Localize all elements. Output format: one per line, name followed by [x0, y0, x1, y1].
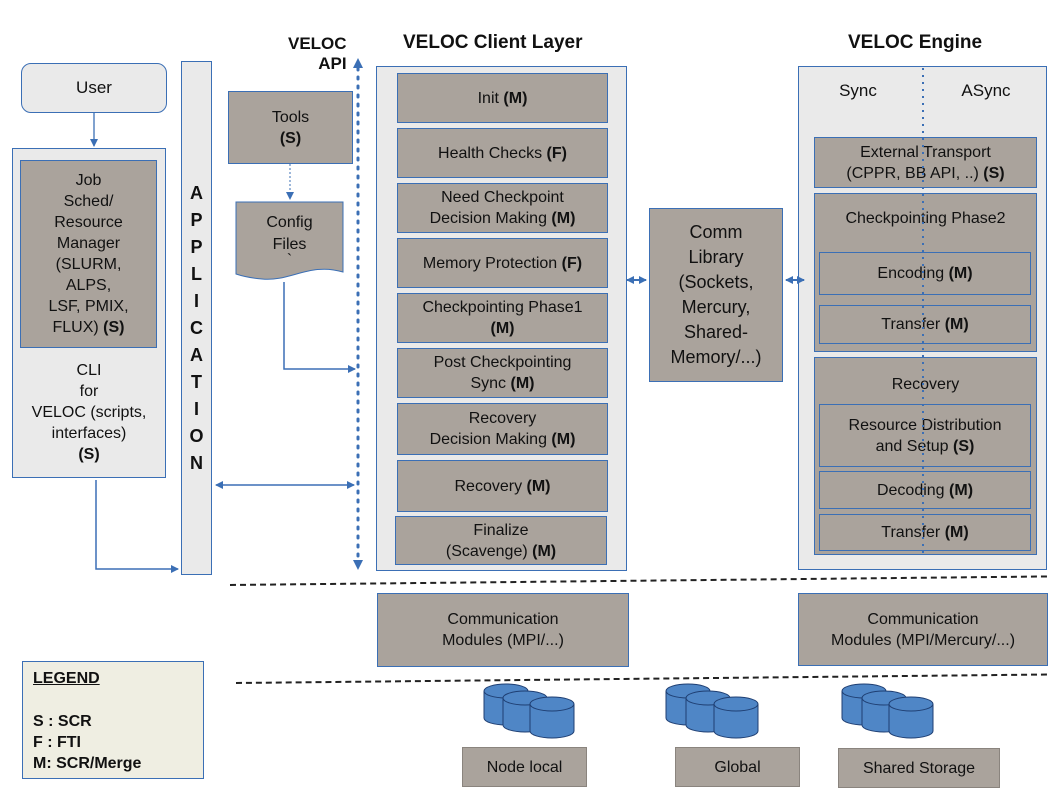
- job-sched-line8: FLUX): [52, 319, 99, 336]
- veloc-api-title-line1: VELOC: [288, 34, 347, 53]
- storage-node-local: Node local: [462, 747, 587, 787]
- veloc-api-title: VELOC API: [288, 34, 347, 74]
- shared-storage-disks: [841, 683, 934, 739]
- tools-label: Tools: [271, 108, 310, 126]
- client-checkpointing-phase1: Checkpointing Phase1 (M): [397, 293, 608, 343]
- engine-encoding: Encoding (M): [819, 252, 1031, 295]
- application-letter: N: [190, 453, 203, 473]
- engine-transfer-2: Transfer (M): [819, 514, 1031, 551]
- tools-box: Tools (S): [228, 91, 353, 164]
- engine-title: VELOC Engine: [848, 32, 983, 53]
- cli-to-application-arrow: [95, 480, 179, 573]
- application-letter: A: [190, 345, 203, 365]
- application-letter: L: [191, 264, 202, 284]
- engine-async-label: ASync: [961, 81, 1011, 100]
- application-letter: P: [190, 237, 203, 257]
- job-sched-line7: LSF, PMIX,: [48, 298, 129, 315]
- job-sched-line8-wrap: FLUX) (S): [52, 317, 124, 338]
- client-recovery: Recovery (M): [397, 460, 608, 512]
- cli-line4: interfaces): [51, 425, 127, 442]
- user-label: User: [76, 78, 112, 97]
- storage-global: Global: [675, 747, 800, 787]
- global-disks: [665, 683, 759, 739]
- application-letter: C: [190, 318, 203, 338]
- engine-resource-distribution: Resource Distribution and Setup (S): [819, 404, 1031, 467]
- engine-recovery-label: Recovery: [891, 376, 960, 393]
- legend-f: F : FTI: [33, 734, 81, 751]
- legend-m: M: SCR/Merge: [33, 755, 142, 772]
- api-arrow-down: [353, 560, 363, 570]
- config-line1: Config: [266, 214, 313, 231]
- comm-library-box: Comm Library (Sockets, Mercury, Shared- …: [649, 208, 783, 382]
- job-sched-line6: ALPS,: [65, 277, 112, 294]
- job-sched-line4: Manager: [56, 235, 121, 252]
- config-to-api-arrow: [283, 282, 356, 373]
- cli-tag: (S): [78, 446, 100, 463]
- client-post-checkpointing-sync: Post Checkpointing Sync (M): [397, 348, 608, 398]
- application-letter: O: [189, 426, 204, 446]
- engine-transfer-1: Transfer (M): [819, 305, 1031, 344]
- engine-ckpt-phase2-label: Checkpointing Phase2: [845, 210, 1006, 227]
- job-sched-line5: (SLURM,: [55, 256, 122, 273]
- client-comm-modules: Communication Modules (MPI/...): [377, 593, 629, 667]
- engine-decoding: Decoding (M): [819, 471, 1031, 509]
- client-layer-title: VELOC Client Layer: [403, 32, 583, 53]
- user-box: User: [21, 63, 167, 113]
- job-scheduler-box: Job Sched/ Resource Manager (SLURM, ALPS…: [20, 160, 157, 348]
- job-sched-tag: (S): [103, 319, 125, 336]
- veloc-api-title-line2: API: [318, 54, 347, 73]
- client-need-checkpoint: Need Checkpoint Decision Making (M): [397, 183, 608, 233]
- application-letter: T: [191, 372, 202, 392]
- client-finalize: Finalize (Scavenge) (M): [395, 516, 607, 565]
- config-line2: Files: [272, 236, 307, 253]
- cli-line1: CLI: [76, 362, 102, 379]
- job-sched-line2: Sched/: [63, 193, 114, 210]
- engine-comm-modules: Communication Modules (MPI/Mercury/...): [798, 593, 1048, 666]
- job-sched-line3: Resource: [54, 214, 123, 231]
- engine-sync-label: Sync: [839, 81, 877, 100]
- api-arrow-up: [353, 58, 363, 68]
- client-init: Init (M): [397, 73, 608, 123]
- application-letter: I: [193, 291, 199, 311]
- cli-text: CLI for VELOC (scripts, interfaces) (S): [14, 360, 164, 465]
- application-letter: I: [193, 399, 199, 419]
- cli-line3: VELOC (scripts,: [31, 404, 147, 421]
- engine-external-transport: External Transport (CPPR, BB API, ..) (S…: [814, 137, 1037, 188]
- job-sched-line1: Job: [75, 172, 102, 189]
- legend-heading: LEGEND: [33, 670, 100, 687]
- node-local-disks: [483, 683, 575, 739]
- config-line3: `: [286, 252, 293, 269]
- legend-s: S : SCR: [33, 713, 92, 730]
- tools-tag: (S): [279, 129, 302, 147]
- client-memory-protection: Memory Protection (F): [397, 238, 608, 288]
- storage-shared: Shared Storage: [838, 748, 1000, 788]
- client-health-checks: Health Checks (F): [397, 128, 608, 178]
- application-letter: P: [190, 210, 203, 230]
- legend-box: LEGEND S : SCR F : FTI M: SCR/Merge: [22, 661, 204, 779]
- cli-line2: for: [79, 383, 99, 400]
- config-files-text: Config Files `: [236, 212, 343, 269]
- client-recovery-decision: Recovery Decision Making (M): [397, 403, 608, 455]
- application-letter: A: [190, 183, 203, 203]
